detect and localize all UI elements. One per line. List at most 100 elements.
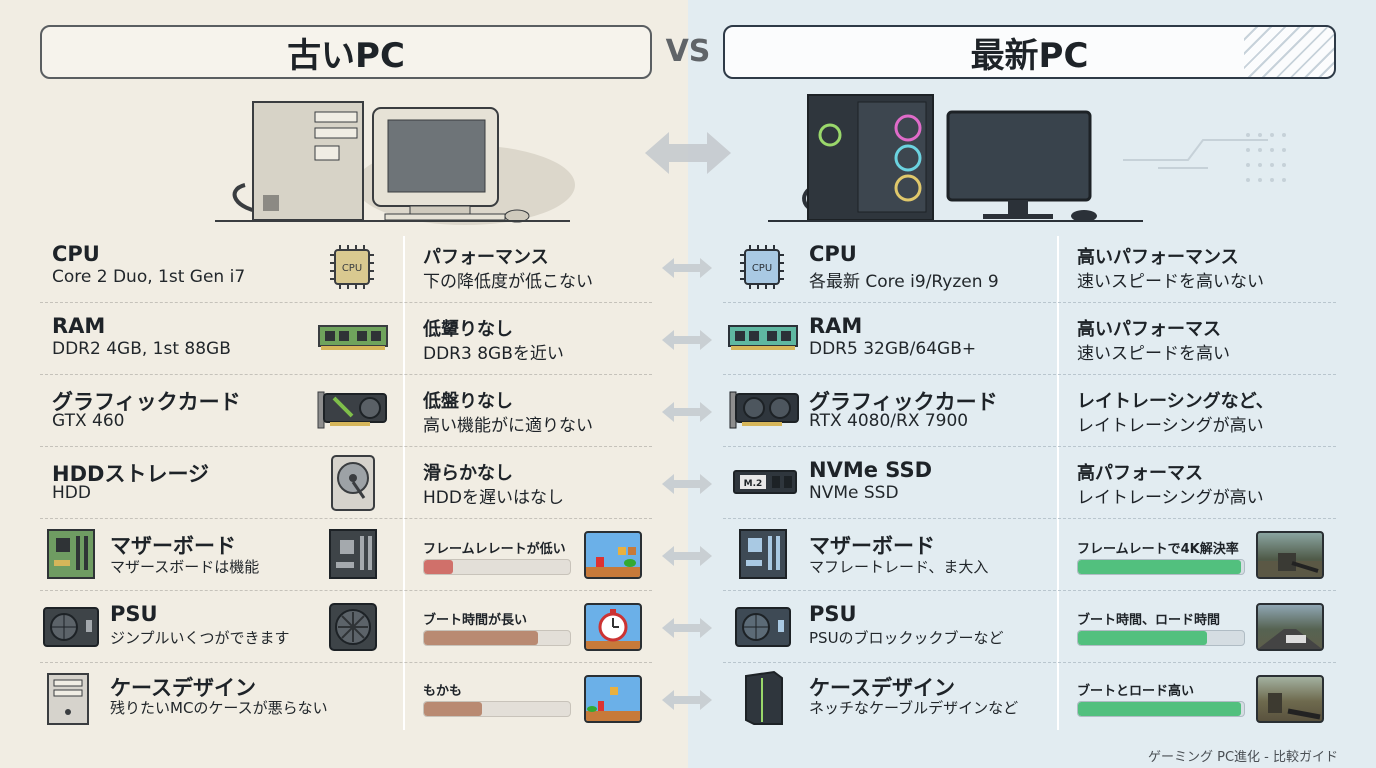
new-gpu-label: グラフィックカード <box>809 390 998 414</box>
psu-icon <box>43 607 99 647</box>
old-cpu-compare-text: 下の降低度が低こない <box>423 272 593 292</box>
new-storage-label: NVMe SSD <box>809 458 933 482</box>
graphics-card-icon <box>729 391 799 429</box>
old-pc-title-text: 古いPC <box>287 35 405 76</box>
center-double-arrow-icon <box>645 132 731 174</box>
compare-arrow-icon <box>662 258 712 278</box>
motherboard-dark-icon <box>329 529 377 579</box>
cpu-chip-icon: CPU <box>330 245 374 289</box>
old-boot-time-label: ブート時間が長い <box>423 613 528 628</box>
old-gpu-label: グラフィックカード <box>52 390 241 414</box>
old-storage-label: HDDストレージ <box>52 462 210 486</box>
row-separator <box>723 518 1336 520</box>
old-ram-compare-title: 低顰りなし <box>423 319 513 340</box>
old-misc-label: もかも <box>423 684 463 699</box>
old-pc-illustration <box>215 101 575 225</box>
old-ram-compare-text: DDR3 8GBを近い <box>423 344 564 364</box>
row-separator <box>723 302 1336 304</box>
new-boot-time-fill <box>1078 631 1208 645</box>
svg-text:CPU: CPU <box>752 263 772 274</box>
graphics-card-icon <box>317 391 387 429</box>
cpu-chip-icon: CPU <box>740 245 784 289</box>
row-separator <box>40 374 652 376</box>
pc-case-icon <box>745 670 783 725</box>
old-case-label: ケースデザイン <box>110 676 256 700</box>
psu-icon <box>735 607 791 647</box>
new-pc-title-text: 最新PC <box>970 35 1089 76</box>
old-ram-label: RAM <box>52 314 106 338</box>
new-pc-illustration <box>768 94 1286 222</box>
row-separator <box>723 590 1336 592</box>
m2-ssd-icon: M.2 <box>733 470 797 494</box>
old-gpu-compare-text: 高い機能がに適りない <box>423 416 593 436</box>
old-psu-spec: ジンプルいくつができます <box>110 629 290 647</box>
old-motherboard-spec: マザースボードは機能 <box>110 558 260 576</box>
ram-stick-icon <box>318 325 388 350</box>
new-boot-time-label: ブート時間、ロード時間 <box>1077 613 1221 628</box>
vs-label: VS <box>665 34 711 69</box>
retro-platformer-thumbnail <box>584 675 642 723</box>
old-psu-label: PSU <box>110 602 158 626</box>
old-gpu-spec: GTX 460 <box>52 411 125 431</box>
row-separator <box>40 446 652 448</box>
stopwatch-thumbnail <box>584 603 642 651</box>
row-separator <box>40 662 652 664</box>
ram-stick-icon <box>728 325 798 350</box>
new-gpu-compare-text: レイトレーシングが高い <box>1077 416 1264 436</box>
old-misc-bar <box>423 701 571 717</box>
new-case-spec: ネッチなケーブルデザインなど <box>809 699 1019 717</box>
footer-caption: ゲーミング PC進化 - 比較ガイド <box>1147 750 1338 765</box>
old-gpu-compare-title: 低盤りなし <box>423 391 513 412</box>
new-framerate-fill <box>1078 560 1241 574</box>
new-boot-load-bar <box>1077 701 1245 717</box>
old-storage-spec: HDD <box>52 483 91 503</box>
new-ram-compare-text: 速いスピードを高い <box>1077 344 1230 364</box>
old-cpu-label: CPU <box>52 242 100 266</box>
old-boot-time-bar <box>423 630 571 646</box>
new-framerate-label: フレームレートで4K解決率 <box>1077 542 1239 557</box>
new-storage-compare-text: レイトレーシングが高い <box>1077 488 1264 508</box>
shooter-game-thumbnail <box>1256 675 1324 723</box>
compare-arrow-icon <box>662 546 712 566</box>
new-storage-spec: NVMe SSD <box>809 483 899 503</box>
new-boot-load-fill <box>1078 702 1241 716</box>
new-cpu-compare-title: 高いパフォーマンス <box>1077 247 1239 268</box>
motherboard-icon <box>47 529 95 579</box>
new-psu-spec: PSUのブロックックブーなど <box>809 629 1004 647</box>
new-storage-compare-title: 高パフォーマス <box>1077 463 1203 484</box>
old-storage-compare-text: HDDを遅いはなし <box>423 488 564 508</box>
svg-text:M.2: M.2 <box>744 479 763 489</box>
new-ram-spec: DDR5 32GB/64GB+ <box>809 339 977 359</box>
row-separator <box>40 302 652 304</box>
old-misc-fill <box>424 702 483 716</box>
old-framerate-bar <box>423 559 571 575</box>
old-framerate-label: フレームレレートが低い <box>423 542 566 557</box>
old-ram-spec: DDR2 4GB, 1st 88GB <box>52 339 231 359</box>
new-cpu-compare-text: 速いスピードを高いない <box>1077 272 1264 292</box>
new-case-label: ケースデザイン <box>809 676 955 700</box>
row-separator <box>40 518 652 520</box>
compare-arrow-icon <box>662 618 712 638</box>
new-motherboard-spec: マフレートレード、ま大入 <box>809 558 989 576</box>
svg-text:CPU: CPU <box>342 263 362 274</box>
new-column-divider <box>1057 236 1059 730</box>
new-gpu-compare-title: レイトレーシングなど、 <box>1077 391 1274 412</box>
compare-arrow-icon <box>662 690 712 710</box>
new-motherboard-label: マザーボード <box>809 534 935 558</box>
old-boot-time-fill <box>424 631 538 645</box>
old-storage-compare-title: 滑らかなし <box>423 463 513 484</box>
psu-fan-icon <box>329 603 377 651</box>
old-case-spec: 残りたいMCのケースが悪らない <box>110 699 328 717</box>
compare-arrow-icon <box>662 330 712 350</box>
modern-game-thumbnail <box>1256 531 1324 579</box>
retro-game-thumbnail <box>584 531 642 579</box>
motherboard-icon <box>739 529 787 579</box>
row-separator <box>723 446 1336 448</box>
new-framerate-bar <box>1077 559 1245 575</box>
old-cpu-spec: Core 2 Duo, 1st Gen i7 <box>52 267 246 287</box>
row-separator <box>40 590 652 592</box>
old-framerate-fill <box>424 560 454 574</box>
old-pc-title: 古いPC <box>40 25 652 79</box>
row-separator <box>723 662 1336 664</box>
new-ram-label: RAM <box>809 314 863 338</box>
